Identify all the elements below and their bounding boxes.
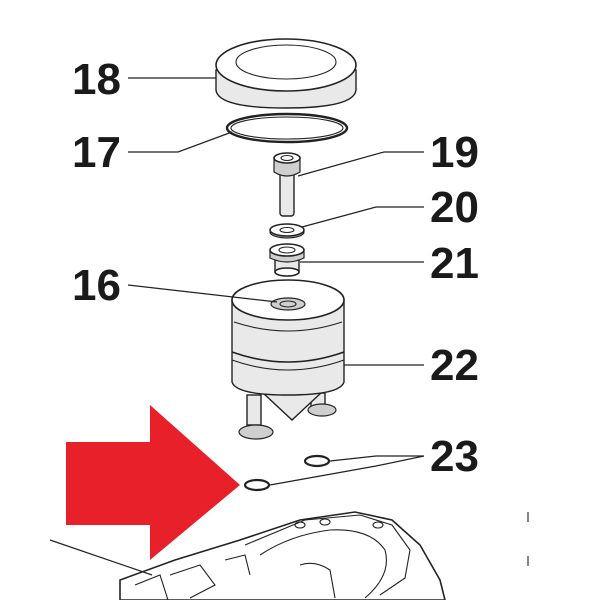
- callout-23: 23: [430, 432, 479, 481]
- part-19-bolt: [273, 152, 301, 217]
- callout-20: 20: [430, 183, 479, 232]
- red-arrow-pointer: [66, 405, 240, 560]
- callout-22: 22: [430, 341, 479, 390]
- leader-20: [301, 206, 424, 228]
- leader-23a: [329, 455, 424, 462]
- housing-body: [119, 511, 529, 600]
- part-22-cylinder: [231, 279, 345, 440]
- leader-17: [128, 131, 233, 153]
- leader-19: [297, 151, 424, 177]
- part-18-cap: [215, 38, 357, 109]
- leader-lines: [49, 77, 425, 576]
- leader-23b: [269, 455, 425, 486]
- leader-16: [127, 284, 278, 303]
- part-21-spacer: [269, 243, 305, 277]
- part-20-washer: [269, 223, 305, 239]
- callout-21: 21: [430, 239, 479, 288]
- leader-housing: [49, 539, 153, 576]
- part-23-snap-rings: [243, 454, 331, 492]
- callout-16: 16: [72, 261, 121, 310]
- callout-18: 18: [72, 55, 121, 104]
- callout-19: 19: [430, 128, 479, 177]
- part-17-o-ring: [225, 112, 349, 144]
- callout-17: 17: [72, 128, 121, 177]
